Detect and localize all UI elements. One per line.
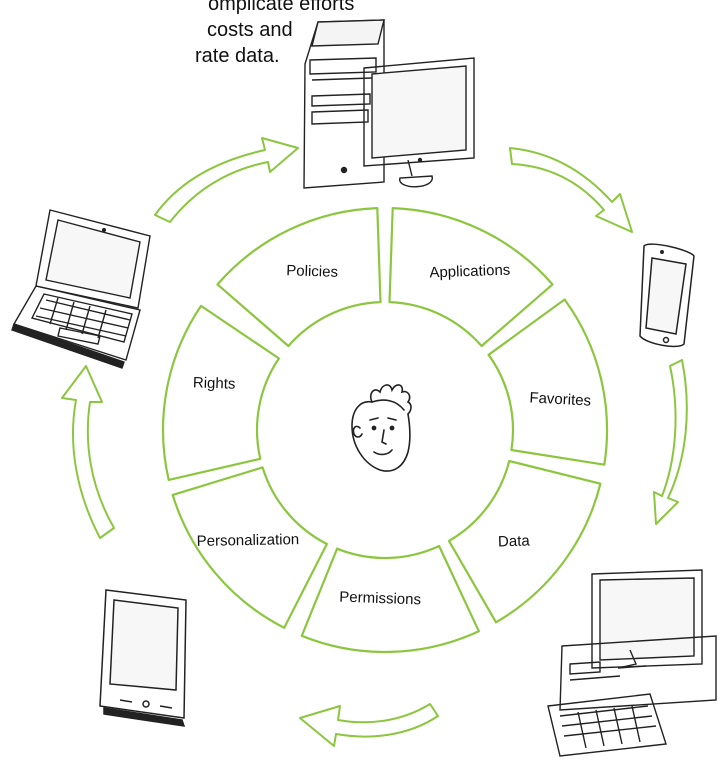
desktop-computer-icon xyxy=(547,569,717,757)
cycle-arrow-icon xyxy=(299,703,439,747)
wheel-label-permissions: Permissions xyxy=(339,589,421,609)
wheel-segments xyxy=(161,207,609,654)
cycle-arrow-icon xyxy=(61,365,115,539)
cycle-arrow-icon xyxy=(154,137,299,223)
wheel-label-applications: Applications xyxy=(429,262,510,282)
wheel-segment-personalization xyxy=(171,466,328,629)
wheel-label-data: Data xyxy=(498,532,531,550)
wheel-label-policies: Policies xyxy=(286,262,338,281)
caption-line-3: rate data. xyxy=(195,45,280,67)
wheel-label-favorites: Favorites xyxy=(529,389,591,409)
desktop-computer-icon xyxy=(303,19,475,189)
laptop-icon xyxy=(11,209,151,369)
cycle-arrow-icon xyxy=(653,359,688,525)
wheel-segment-favorites xyxy=(487,298,609,466)
wheel-label-rights: Rights xyxy=(193,374,236,392)
wheel-segment-permissions xyxy=(300,544,480,654)
wheel-segment-rights xyxy=(161,304,280,481)
tablet-icon xyxy=(639,243,695,348)
tablet-with-stylus-icon xyxy=(99,589,187,727)
wheel-labels: Policies ApplicationsFavoritesDataPermiss… xyxy=(193,262,592,609)
wheel-label-personalization: Personalization xyxy=(196,531,299,550)
cycle-arrow-icon xyxy=(509,147,633,233)
user-face-icon xyxy=(351,384,412,472)
wheel-segment-policies xyxy=(216,207,382,348)
wheel-segment-data xyxy=(447,459,602,624)
wheel-segment-applications xyxy=(388,207,554,348)
